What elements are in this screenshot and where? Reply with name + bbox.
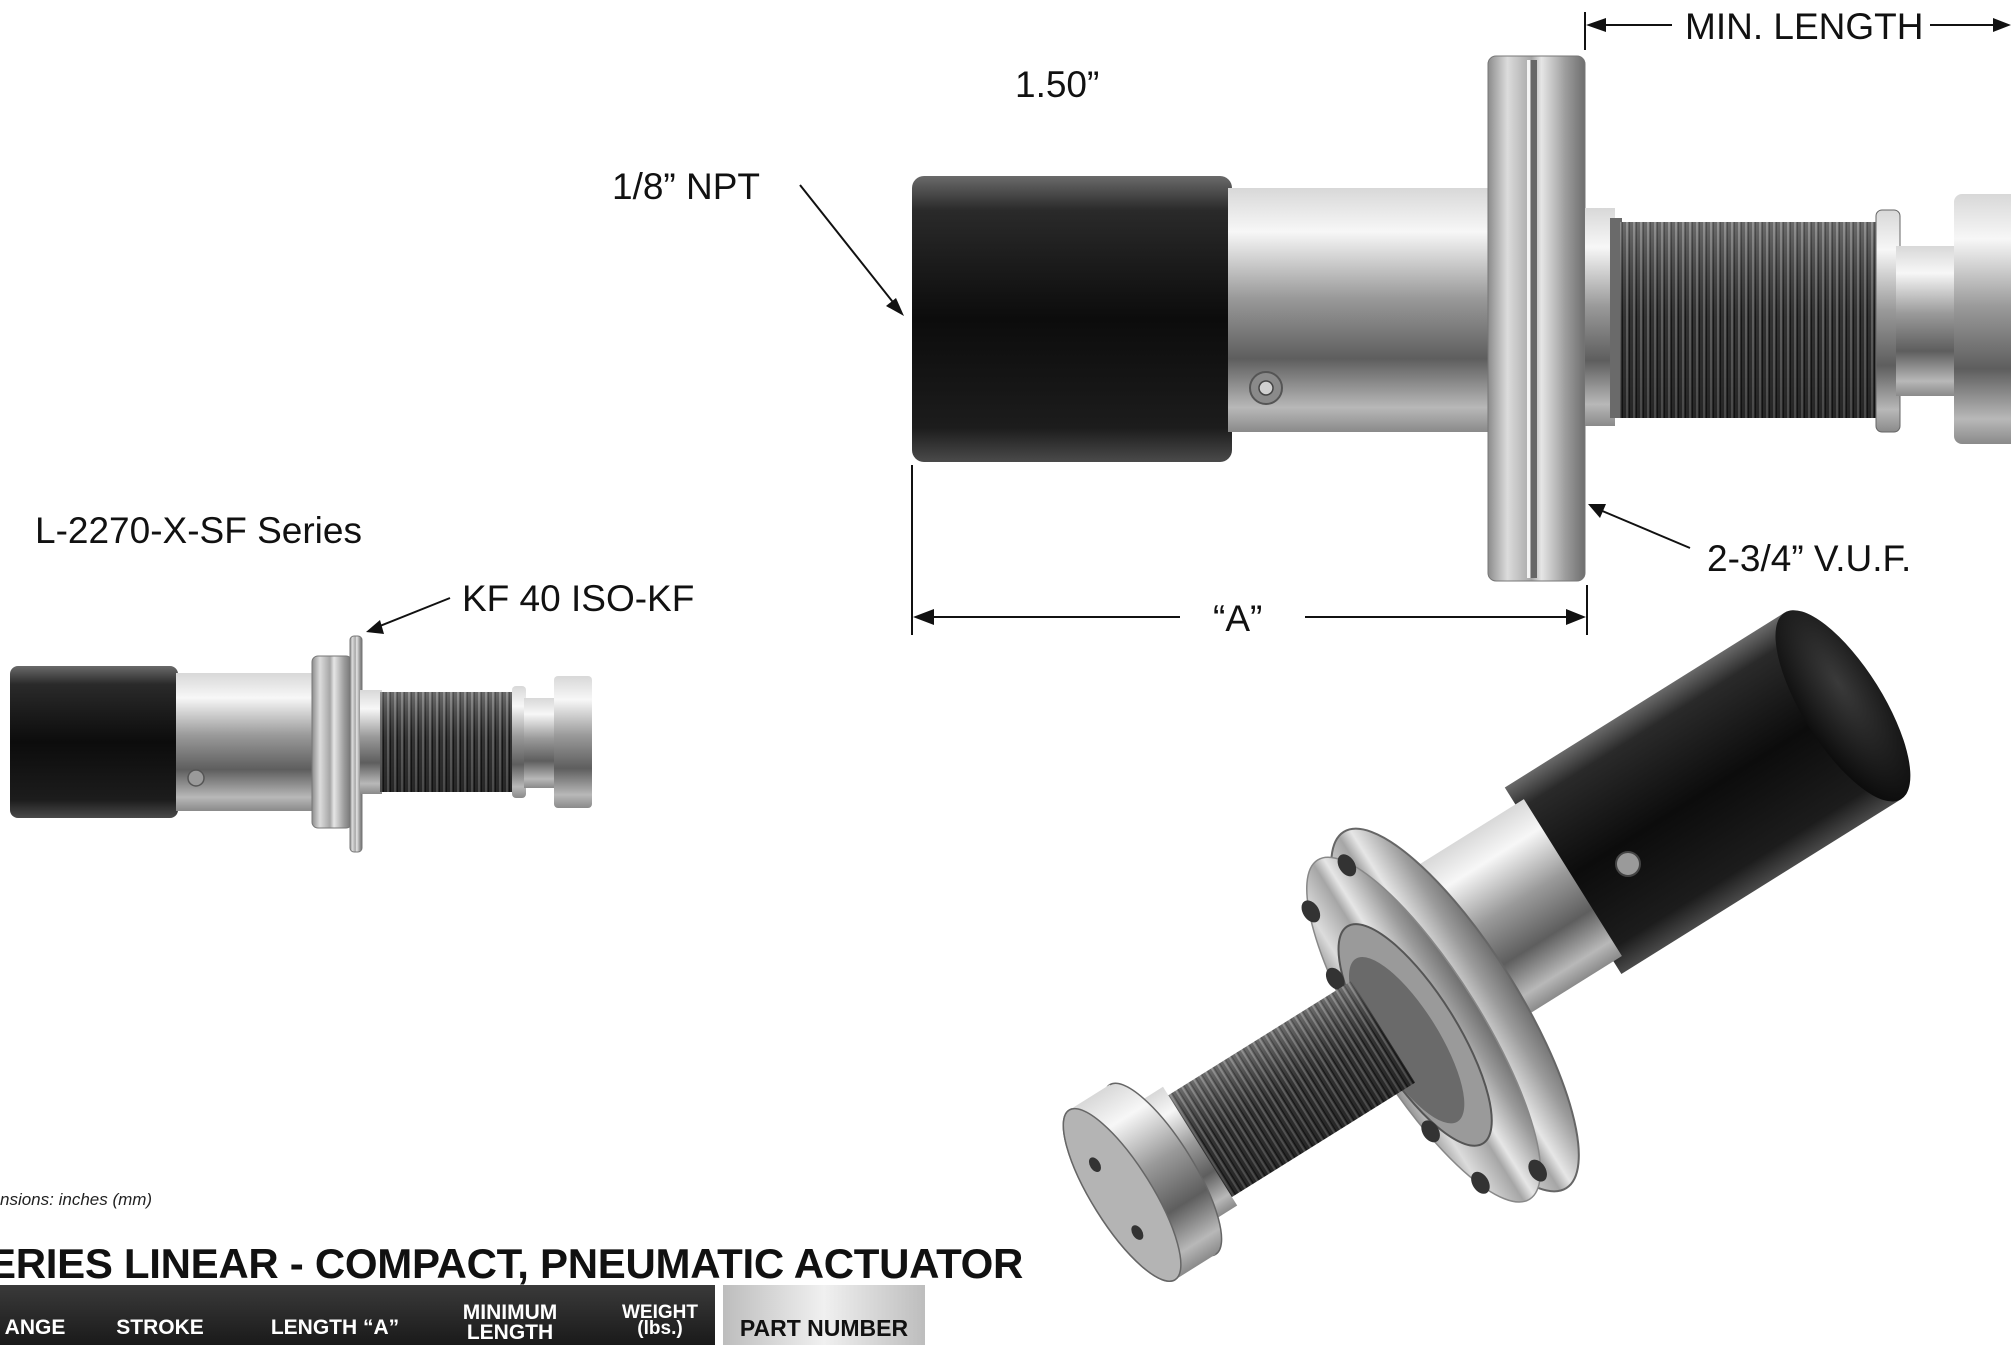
spec-table-header: ANGE STROKE LENGTH “A” MINIMUM LENGTH WE… [0,1285,925,1345]
npt-port-label: 1/8” NPT [612,166,761,207]
small-side-view [10,635,592,853]
isometric-render [1062,610,1911,1282]
spec-table-title: ERIES LINEAR - COMPACT, PNEUMATIC ACTUAT… [0,1240,1024,1287]
kf-flange-label: KF 40 ISO-KF [462,578,695,619]
header-length-a: LENGTH “A” [270,1316,400,1339]
dimensions-note: nsions: inches (mm) [0,1190,153,1209]
header-part-number: PART NUMBER [739,1315,909,1341]
part-number-band [723,1285,925,1345]
header-band [0,1285,715,1345]
length-a-label: “A” [1213,598,1263,639]
vuf-flange-label: 2-3/4” V.U.F. [1707,538,1912,579]
header-weight: WEIGHT (lbs.) [622,1302,698,1339]
header-minimum-length: MINIMUM LENGTH [462,1301,558,1344]
header-stroke: STROKE [116,1316,204,1339]
diameter-label: 1.50” [1015,64,1100,105]
large-side-view [912,55,2011,582]
dimension-lines [366,12,2011,635]
min-length-label: MIN. LENGTH [1685,6,1924,47]
series-label: L-2270-X-SF Series [35,510,362,551]
header-flange: ANGE [4,1316,66,1339]
